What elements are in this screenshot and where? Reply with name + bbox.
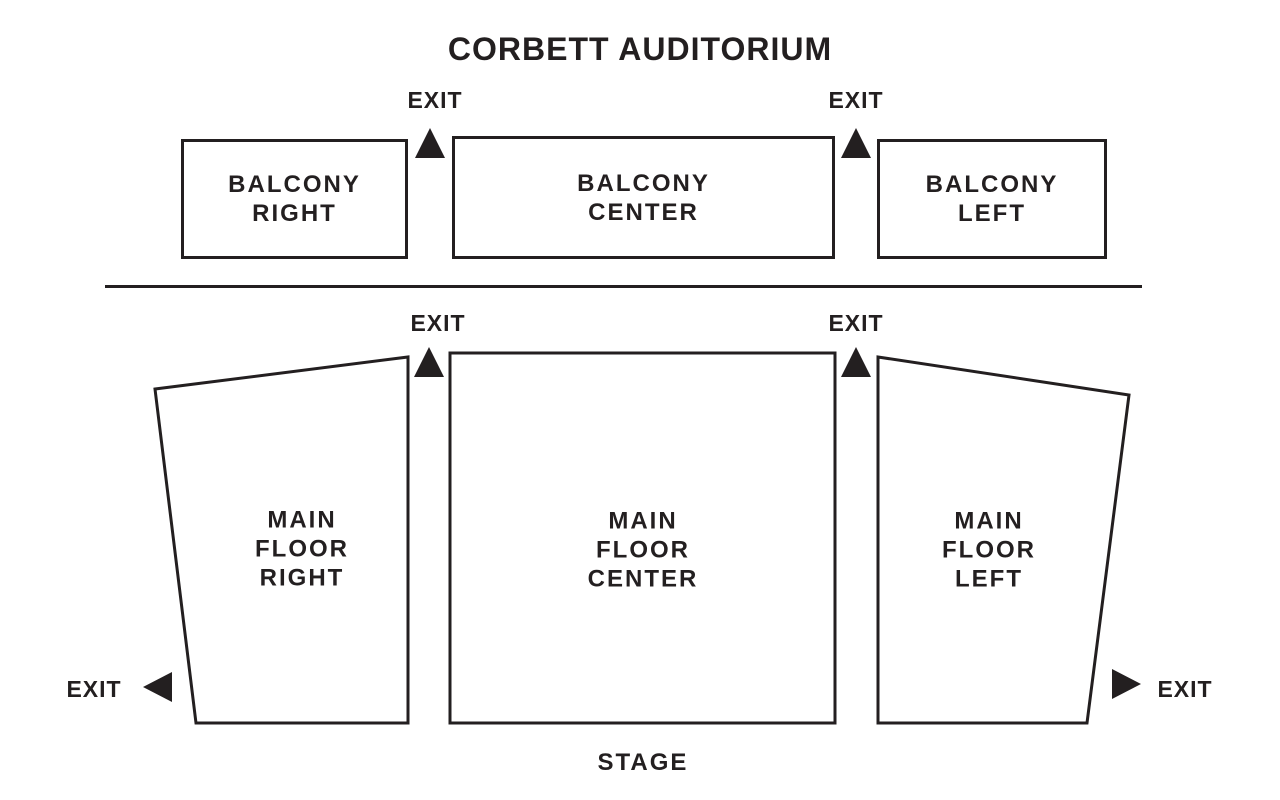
exit-label-main-right-gap: EXIT bbox=[828, 310, 884, 336]
exit-label-balcony-left-gap: EXIT bbox=[407, 87, 463, 113]
section-label-line: BALCONY bbox=[577, 169, 710, 197]
section-label-line: MAIN bbox=[608, 507, 678, 535]
section-label-line: LEFT bbox=[955, 565, 1023, 593]
section-label-line: LEFT bbox=[957, 200, 1026, 227]
section-label-line: FLOOR bbox=[255, 535, 349, 563]
exit-arrow-up-icon bbox=[841, 347, 871, 377]
section-main-floor-left-label: MAIN FLOOR LEFT bbox=[942, 507, 1036, 594]
exit-arrow-right-icon bbox=[1112, 669, 1141, 699]
section-label-line: BALCONY bbox=[228, 171, 361, 198]
stage-label: STAGE bbox=[597, 749, 689, 776]
exit-arrow-left-icon bbox=[143, 672, 172, 702]
section-label: BALCONY RIGHT bbox=[228, 170, 361, 228]
section-label: BALCONY CENTER bbox=[577, 169, 710, 227]
section-label-line: FLOOR bbox=[595, 536, 690, 564]
exit-arrow-up-icon bbox=[414, 347, 444, 377]
balcony-main-floor-divider bbox=[105, 285, 1142, 288]
page-title: CORBETT AUDITORIUM bbox=[447, 31, 833, 67]
section-balcony-left: BALCONY LEFT bbox=[877, 139, 1107, 259]
section-label-line: CENTER bbox=[588, 198, 699, 226]
section-label-line: BALCONY bbox=[925, 171, 1059, 198]
section-main-floor-right-label: MAIN FLOOR RIGHT bbox=[255, 506, 349, 593]
exit-arrow-up-icon bbox=[415, 128, 445, 158]
exit-label-side-right: EXIT bbox=[1157, 676, 1213, 702]
exit-label-balcony-right-gap: EXIT bbox=[828, 87, 884, 113]
section-balcony-center: BALCONY CENTER bbox=[452, 136, 835, 259]
section-main-floor-center-label: MAIN FLOOR CENTER bbox=[588, 507, 699, 594]
section-label-line: FLOOR bbox=[942, 536, 1036, 564]
exit-label-main-left-gap: EXIT bbox=[410, 310, 466, 336]
exit-label-side-left: EXIT bbox=[66, 676, 122, 702]
section-label-line: CENTER bbox=[587, 565, 699, 593]
section-label-line: RIGHT bbox=[259, 564, 345, 592]
section-main-floor-center-shape bbox=[448, 351, 837, 725]
section-label-line: MAIN bbox=[267, 506, 337, 534]
section-main-floor-right-shape bbox=[153, 355, 410, 725]
section-label-line: RIGHT bbox=[252, 200, 337, 227]
section-balcony-right: BALCONY RIGHT bbox=[181, 139, 408, 259]
section-label-line: MAIN bbox=[954, 507, 1024, 535]
section-label: BALCONY LEFT bbox=[926, 170, 1059, 228]
section-main-floor-left-shape bbox=[876, 355, 1131, 725]
exit-arrow-up-icon bbox=[841, 128, 871, 158]
